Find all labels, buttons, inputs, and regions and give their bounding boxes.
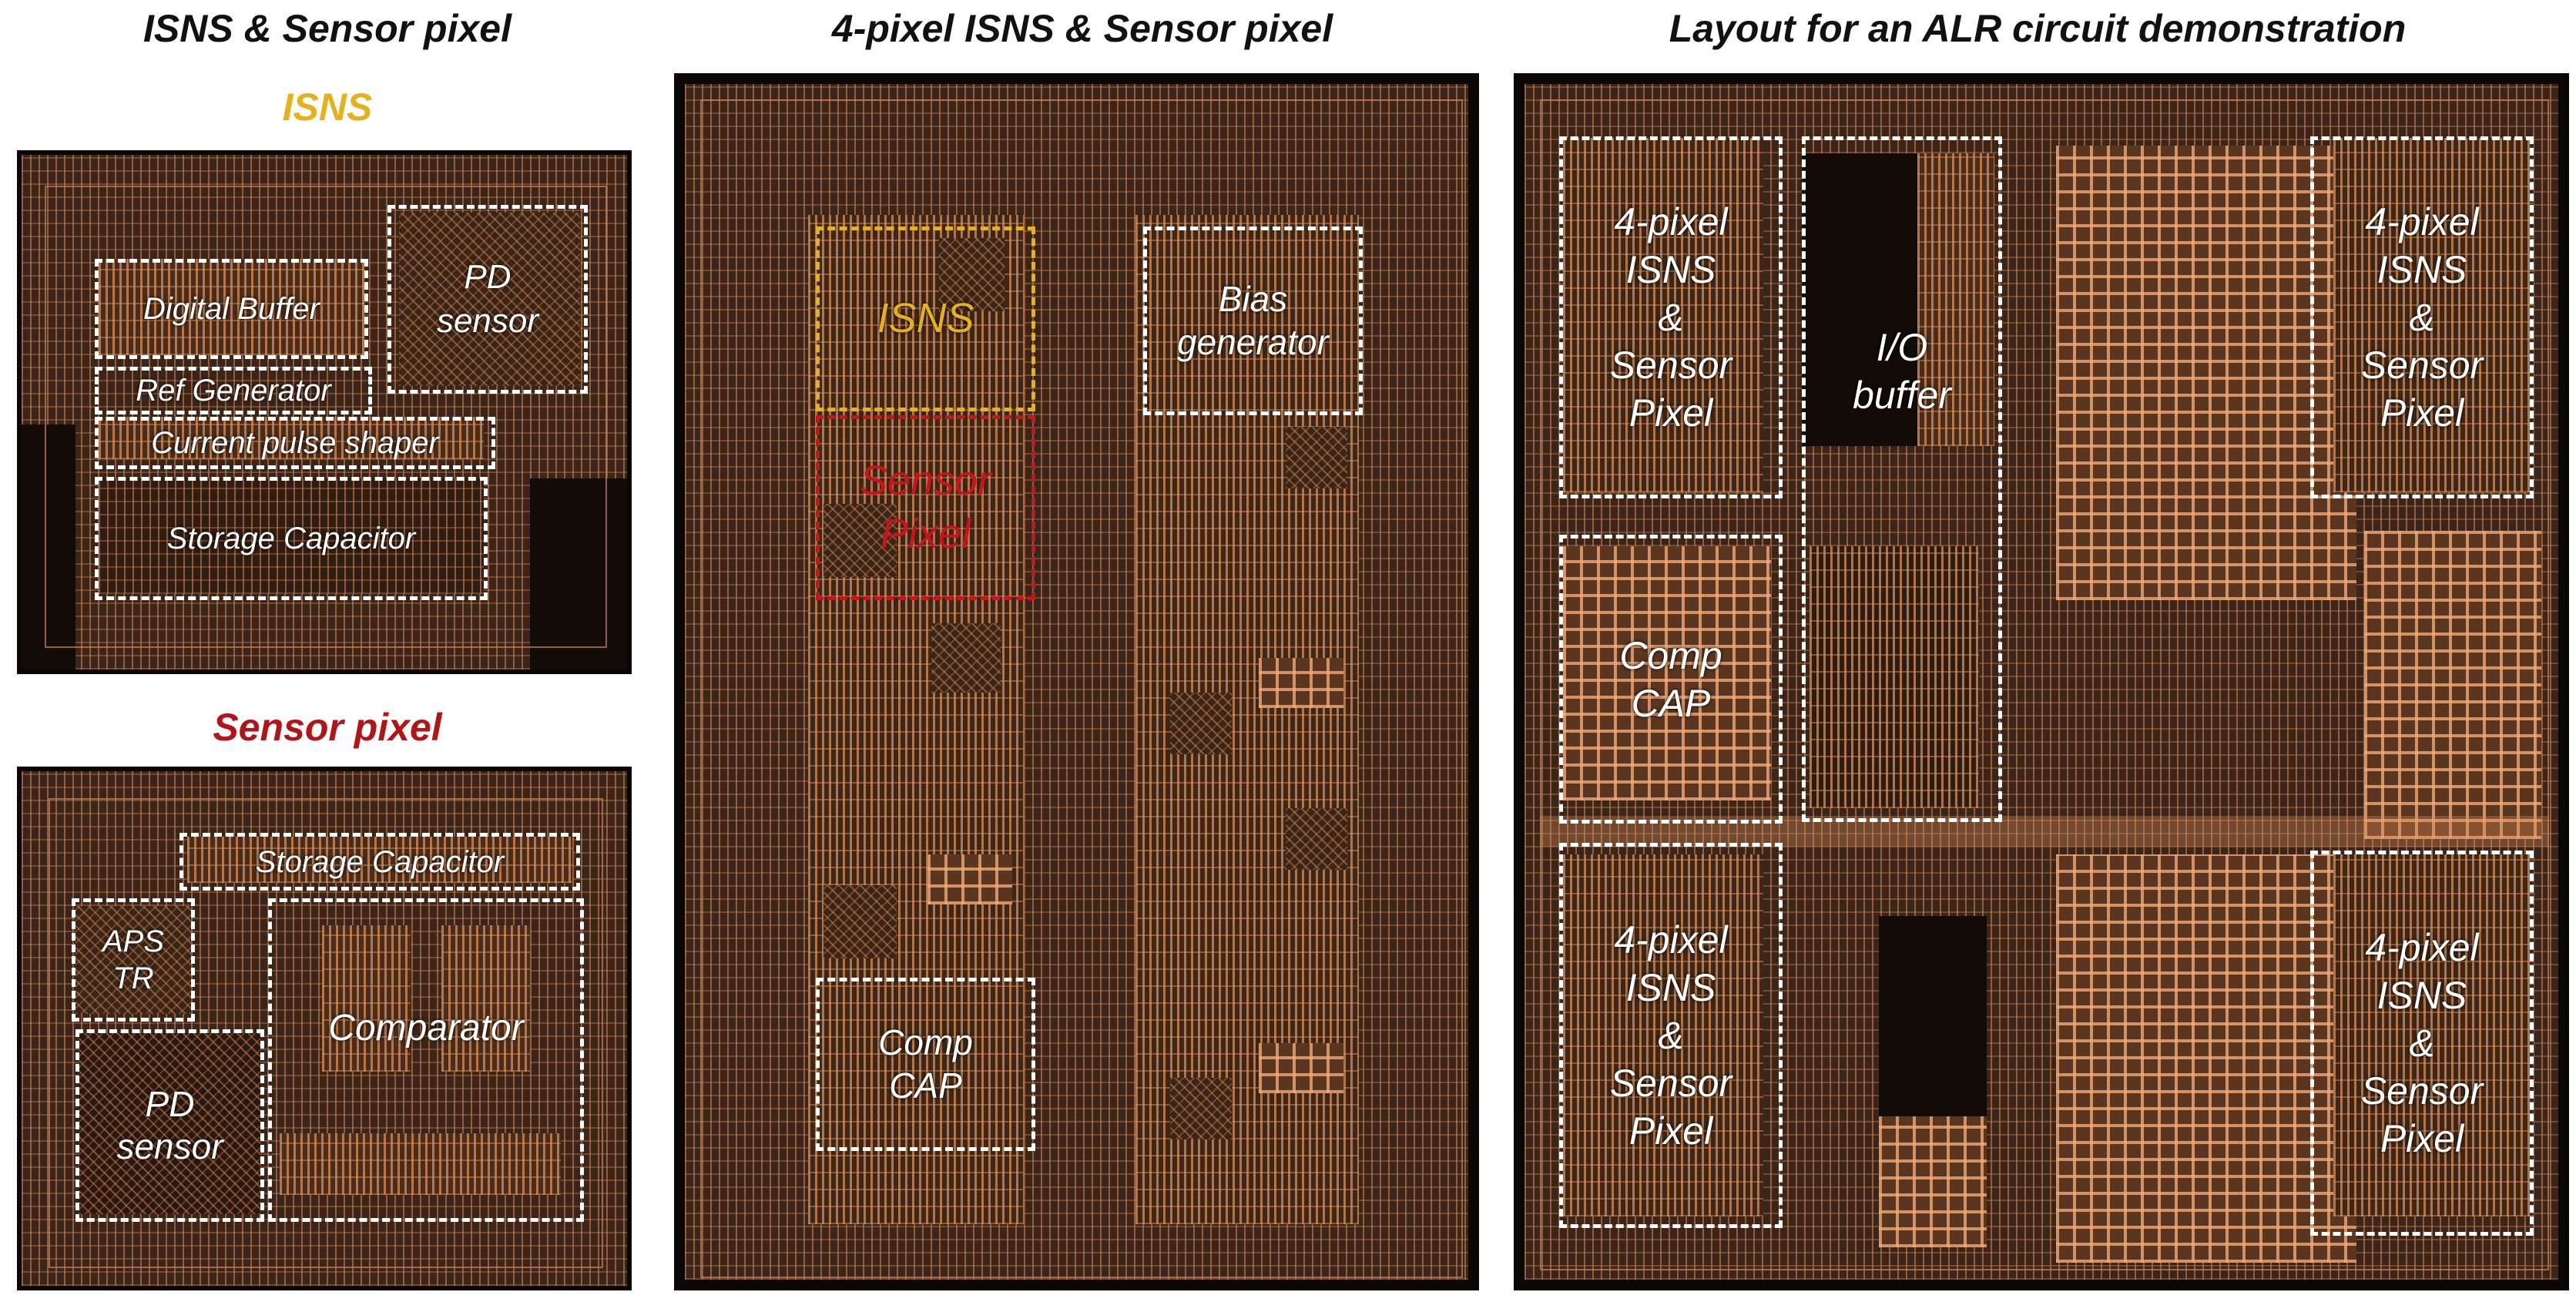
comp-cap-grid	[1563, 546, 1771, 800]
isns-pd-sensor-box: PD sensor	[387, 205, 588, 394]
bottom-left-cell-label: 4-pixel ISNS & Sensor Pixel	[1609, 918, 1732, 1153]
sensor-pixel-box: Sensor Pixel	[816, 415, 1035, 600]
isns-layout-panel: Digital Buffer PD sensor Ref Generator C…	[17, 150, 632, 674]
cell-pd	[823, 885, 897, 958]
bottom-right-cell-label: 4-pixel ISNS & Sensor Pixel	[2360, 926, 2484, 1160]
isns-storage-capacitor-box: Storage Capacitor	[95, 477, 488, 600]
dark-region	[22, 424, 75, 669]
comp-cap-cell-label: Comp CAP	[1619, 633, 1722, 725]
comp-cap-box: Comp CAP	[816, 978, 1035, 1151]
io-stripes	[1917, 153, 1994, 446]
ref-generator-label: Ref Generator	[136, 374, 331, 408]
storage-cap-layout	[187, 837, 572, 883]
isns-heading: ISNS	[282, 86, 373, 129]
metal-outline	[49, 798, 603, 1268]
bottom-right-cell-box: 4-pixel ISNS & Sensor Pixel	[2310, 851, 2534, 1236]
io-buffer-box: I/O buffer	[1802, 136, 2002, 822]
top-right-cell-label: 4-pixel ISNS & Sensor Pixel	[2360, 200, 2484, 435]
top-right-cell-box: 4-pixel ISNS & Sensor Pixel	[2310, 136, 2534, 498]
digital-buffer-box: Digital Buffer	[95, 259, 368, 359]
io-lower-body	[1810, 546, 1979, 808]
digital-buffer-label: Digital Buffer	[143, 292, 320, 326]
center-grid-lower	[2056, 854, 2356, 1263]
top-left-cell-box: 4-pixel ISNS & Sensor Pixel	[1559, 136, 1783, 498]
alr-layout-panel: 4-pixel ISNS & Sensor Pixel I/O buffer 4…	[1514, 73, 2569, 1290]
metal-outline	[700, 99, 1463, 1278]
comparator-capacitor-left	[322, 925, 411, 1072]
cell-pd	[1286, 808, 1347, 870]
isns-storage-capacitor-label: Storage Capacitor	[166, 522, 416, 555]
sensor-pixel-layout-panel: Storage Capacitor APS TR Comparator PD s…	[17, 767, 632, 1290]
bias-generator-box: Bias generator	[1143, 227, 1363, 415]
dark-region	[530, 478, 627, 669]
aps-tr-box: APS TR	[72, 898, 195, 1022]
bottom-left-body	[1563, 854, 1763, 1216]
comparator-label: Comparator	[328, 1008, 524, 1049]
io-dark-upper	[1802, 153, 1917, 446]
current-pulse-shaper-box: Current pulse shaper	[95, 417, 495, 469]
top-right-body	[2333, 138, 2534, 492]
sensor-pixel-label: Sensor Pixel	[859, 457, 992, 557]
middle-panel-title: 4-pixel ISNS & Sensor pixel	[831, 7, 1333, 50]
cell-pd	[1170, 693, 1232, 754]
comparator-capacitor-right	[441, 925, 530, 1072]
current-pulse-shaper-label: Current pulse shaper	[151, 426, 439, 460]
right-middle-grid	[2364, 531, 2541, 839]
isns-box: ISNS	[816, 227, 1035, 411]
aps-tr-label: APS TR	[102, 924, 165, 995]
cell-pd	[823, 504, 897, 577]
top-left-cell-label: 4-pixel ISNS & Sensor Pixel	[1609, 200, 1732, 435]
pd-sensor-layout	[399, 213, 580, 386]
bottom-right-body	[2333, 854, 2534, 1216]
cell-pd	[939, 238, 1005, 311]
aps-tr-layout	[75, 906, 191, 1014]
comp-cap-label: Comp CAP	[878, 1022, 973, 1106]
sensor-pixel-heading: Sensor pixel	[213, 706, 442, 749]
metal-outline	[1540, 99, 2549, 1270]
sensor-storage-capacitor-label: Storage Capacitor	[255, 844, 505, 879]
ref-generator-box: Ref Generator	[95, 367, 372, 414]
cell-pd	[1286, 427, 1347, 488]
comp-cap-cell-box: Comp CAP	[1559, 535, 1783, 824]
comparator-box: Comparator	[268, 898, 584, 1222]
top-left-body	[1563, 138, 1763, 492]
four-pixel-layout-panel: ISNS Sensor Pixel Bias generator Comp CA…	[674, 73, 1479, 1290]
center-dark-lower	[1879, 916, 1987, 1116]
center-grid-upper	[2056, 146, 2356, 600]
left-panel-title: ISNS & Sensor pixel	[143, 7, 512, 50]
right-panel-title: Layout for an ALR circuit demonstration	[1669, 7, 2407, 50]
current-shaper-layout	[99, 417, 484, 459]
bottom-left-cell-box: 4-pixel ISNS & Sensor Pixel	[1559, 843, 1783, 1228]
sensor-pd-sensor-label: PD sensor	[116, 1083, 223, 1166]
cell-pd	[1170, 1078, 1232, 1139]
pd-sensor-layout	[79, 1033, 260, 1214]
cell-pd	[931, 623, 1001, 693]
cell-cap	[1259, 1043, 1343, 1093]
cell-cap	[927, 854, 1012, 904]
isns-label: ISNS	[877, 295, 974, 342]
bias-generator-label: Bias generator	[1177, 279, 1329, 362]
column-left-body	[808, 215, 1024, 1224]
cell-cap	[1259, 658, 1343, 708]
comparator-bottom-rows	[280, 1133, 561, 1195]
storage-cap-layout	[99, 478, 484, 594]
sensor-storage-capacitor-box: Storage Capacitor	[179, 833, 580, 891]
sensor-pd-sensor-box: PD sensor	[75, 1029, 264, 1222]
isns-pd-sensor-label: PD sensor	[436, 258, 539, 340]
metal-outline	[45, 186, 607, 648]
center-bottom-grid	[1879, 1116, 1987, 1247]
io-buffer-label: I/O buffer	[1853, 326, 1951, 417]
digital-buffer-layout	[99, 259, 364, 355]
